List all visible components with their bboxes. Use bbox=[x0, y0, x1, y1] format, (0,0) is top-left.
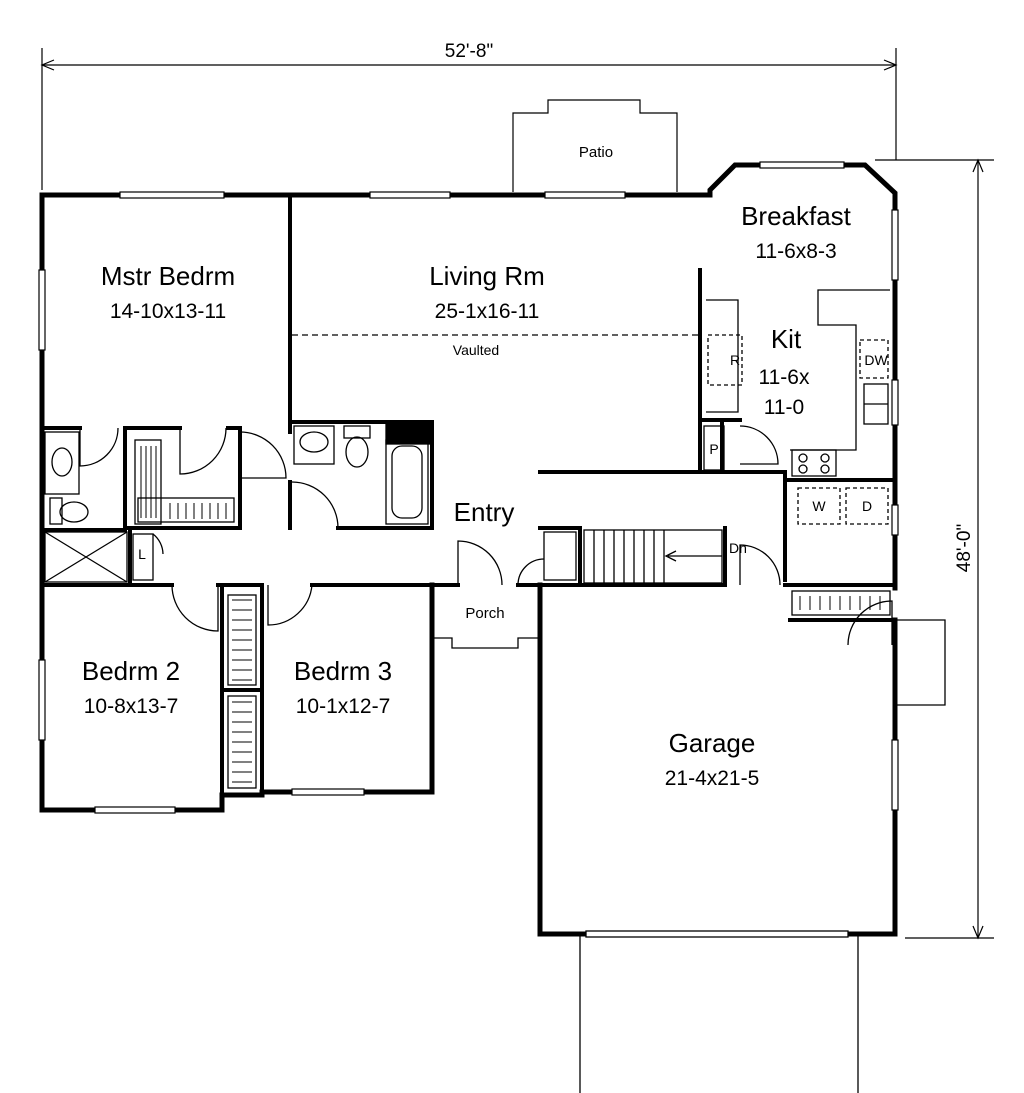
hall-sink bbox=[299, 431, 329, 453]
breakfast-name: Breakfast bbox=[741, 201, 852, 231]
hall-vanity bbox=[293, 425, 335, 465]
linen-label: L bbox=[138, 546, 146, 562]
hall-toilet-bowl bbox=[345, 436, 369, 468]
master-sink bbox=[51, 447, 73, 477]
overall-depth-label: 48'-0" bbox=[954, 524, 975, 572]
master-closet-rack bbox=[134, 439, 162, 525]
laundry-shelf bbox=[791, 590, 891, 616]
master-closet-rack-2 bbox=[137, 497, 235, 523]
master-toilet-bowl bbox=[59, 501, 89, 523]
pantry-label: P bbox=[709, 441, 718, 457]
master-vanity bbox=[44, 431, 80, 495]
bedroom2-dims: 10-8x13-7 bbox=[84, 695, 179, 718]
garage-stoop bbox=[895, 619, 946, 706]
kitchen-dims-line1: 11-6x bbox=[759, 366, 810, 389]
washer bbox=[797, 487, 841, 525]
master-bedroom-dims: 14-10x13-11 bbox=[110, 300, 226, 323]
patio bbox=[512, 99, 678, 192]
dryer-label: D bbox=[862, 498, 872, 514]
porch-label: Porch bbox=[465, 605, 504, 622]
hall-toilet-tank bbox=[343, 425, 371, 439]
entry-label: Entry bbox=[454, 497, 515, 527]
refrigerator bbox=[707, 334, 743, 386]
dishwasher-label: DW bbox=[864, 352, 888, 368]
garage-name: Garage bbox=[669, 728, 756, 758]
living-room-name: Living Rm bbox=[429, 261, 545, 291]
dryer bbox=[845, 487, 889, 525]
master-toilet-tank bbox=[49, 497, 63, 525]
garage-dims: 21-4x21-5 bbox=[665, 767, 760, 790]
kitchen-name: Kit bbox=[771, 324, 802, 354]
door-swings bbox=[79, 425, 893, 646]
vaulted-label: Vaulted bbox=[453, 342, 499, 358]
patio-label: Patio bbox=[579, 144, 613, 161]
fixtures bbox=[44, 289, 946, 1093]
kitchen-dims-line2: 11-0 bbox=[764, 396, 804, 419]
master-shower bbox=[44, 531, 128, 583]
refrigerator-label: R bbox=[730, 352, 740, 368]
bedroom2-closet-rack bbox=[227, 695, 257, 789]
windows bbox=[38, 161, 899, 814]
bedroom2-name: Bedrm 2 bbox=[82, 656, 180, 686]
pantry bbox=[703, 425, 725, 471]
cooktop bbox=[791, 449, 837, 477]
dishwasher bbox=[859, 339, 889, 379]
master-bedroom-name: Mstr Bedrm bbox=[101, 261, 235, 291]
overall-width-label: 52'-8" bbox=[445, 41, 493, 62]
stairs-down-label: Dn bbox=[729, 540, 747, 556]
bedroom3-dims: 10-1x12-7 bbox=[296, 695, 391, 718]
garage-door bbox=[585, 930, 849, 938]
hall-linen-block bbox=[385, 421, 431, 445]
kitchen-counter-left bbox=[706, 299, 739, 413]
bedroom3-closet-rack bbox=[227, 594, 257, 686]
dimension-lines bbox=[40, 48, 994, 940]
breakfast-dims: 11-6x8-3 bbox=[755, 240, 836, 263]
porch-slab bbox=[431, 592, 540, 649]
kitchen-counter-right bbox=[790, 289, 890, 451]
living-room-dims: 25-1x16-11 bbox=[435, 300, 540, 323]
washer-label: W bbox=[812, 498, 826, 514]
bedroom3-name: Bedrm 3 bbox=[294, 656, 392, 686]
